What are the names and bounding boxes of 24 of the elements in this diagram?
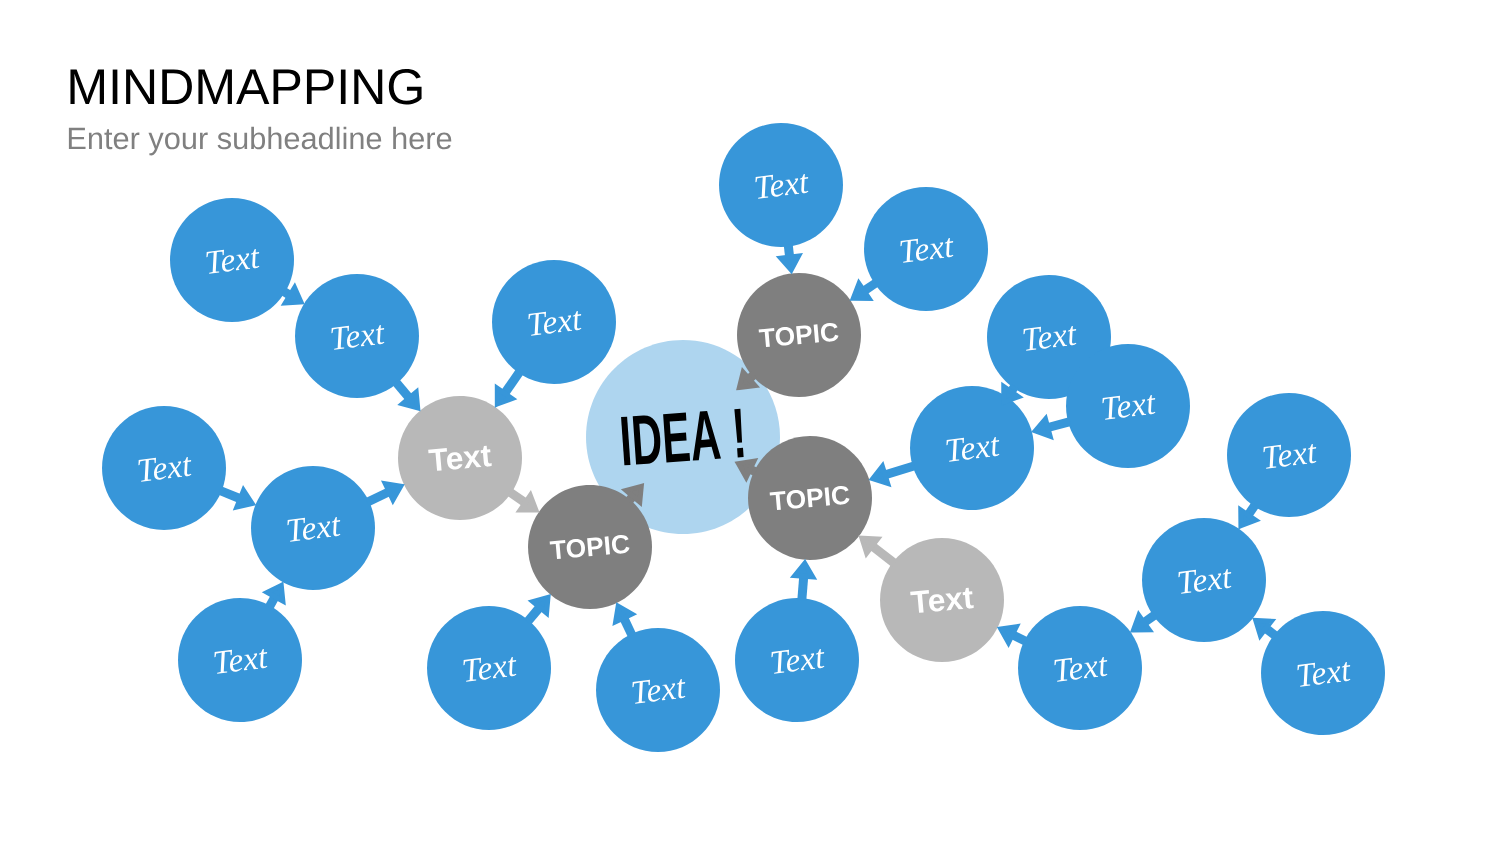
speech-bubble: Text [719,123,843,247]
speech-bubble: Text [735,598,859,722]
speech-bubble: Text [251,466,375,590]
speech-bubble: Text [1261,611,1385,735]
title: MINDMAPPING [70,69,422,105]
topic-bubble: TOPIC [737,273,861,397]
arrow [524,594,551,625]
speech-bubble: Text [492,260,616,384]
speech-bubble: Text [427,606,551,730]
topic-bubble: TOPIC [748,436,872,560]
speech-bubble: Text [178,598,302,722]
subheadline: Enter your subheadline here [68,126,452,156]
speech-bubble: Text [1142,518,1266,642]
speech-bubble: Text [102,406,226,530]
speech-bubble: Text [1018,606,1142,730]
speech-bubble: Text [864,187,988,311]
speech-bubble: Text [295,274,419,398]
topic-bubble: TOPIC [528,485,652,609]
speech-bubble: Text [170,198,294,322]
speech-bubble: Text [398,396,522,520]
speech-bubble: Text [910,386,1034,510]
speech-bubble: Text [880,538,1004,662]
speech-bubble: Text [1227,393,1351,517]
speech-bubble: Text [596,628,720,752]
